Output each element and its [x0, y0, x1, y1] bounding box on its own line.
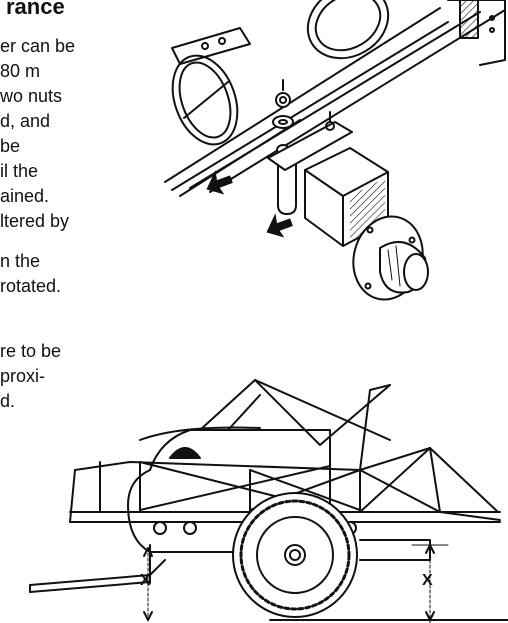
text-line: be [0, 136, 21, 156]
text-line: proxi- [0, 366, 46, 386]
body-text: er can be 80 m wo nuts d, and be il the … [0, 34, 160, 414]
text-line: ltered by [0, 211, 70, 231]
text-line: n the [0, 251, 41, 271]
text-line: ained. [0, 186, 50, 206]
dimension-label-right: X [422, 572, 433, 589]
dimension-label-left: X [140, 572, 151, 589]
arrow-icon [206, 170, 293, 238]
text-line: wo nuts [0, 86, 63, 106]
text-line: er can be [0, 36, 76, 56]
text-line: rotated. [0, 276, 62, 296]
axle-detail-drawing [164, 0, 506, 301]
sprayer-side-view-drawing [29, 379, 508, 623]
section-heading: rance [6, 0, 65, 19]
text-line: d. [0, 391, 16, 411]
text-line: d, and [0, 111, 51, 131]
text-line: il the [0, 161, 39, 181]
text-line: re to be [0, 341, 62, 361]
text-line: 80 m [0, 61, 41, 81]
